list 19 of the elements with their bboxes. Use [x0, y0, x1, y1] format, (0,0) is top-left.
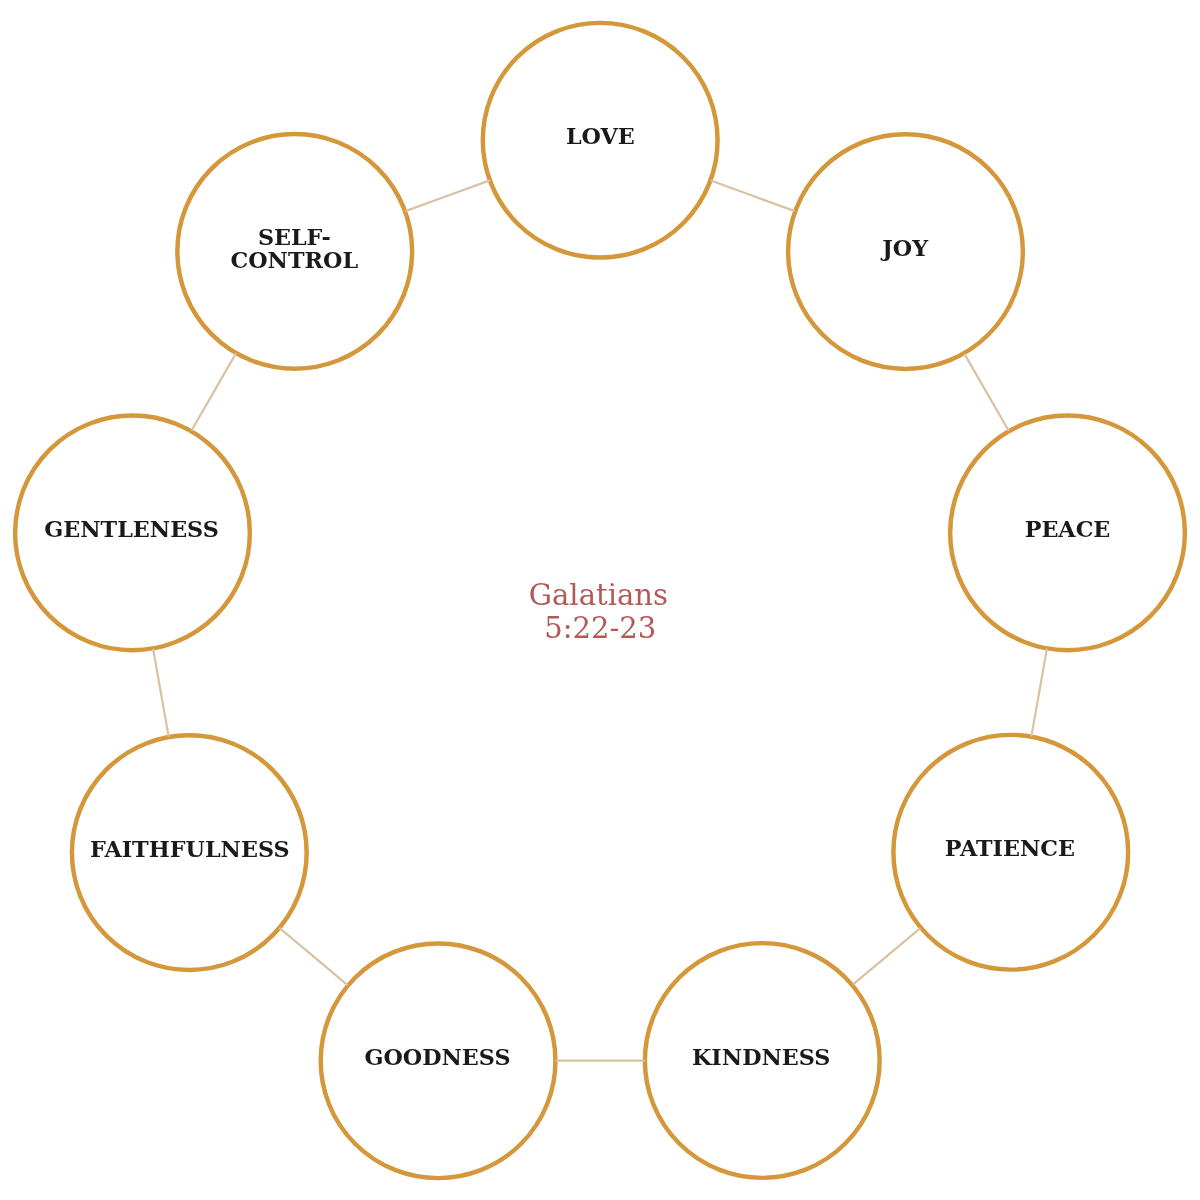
connector [1030, 647, 1049, 737]
node-circle: JOY [785, 131, 1026, 371]
connector [190, 352, 237, 431]
node-circle: SELF-CONTROL [175, 131, 415, 371]
connector [555, 1059, 645, 1062]
node-circle: KINDNESS [642, 940, 882, 1180]
connector [405, 178, 491, 212]
connector [278, 926, 349, 986]
node-circle: LOVE [480, 20, 720, 260]
connector [710, 179, 796, 212]
node-circle: FAITHFULNESS [69, 732, 309, 972]
node-circle: GOODNESS [318, 940, 558, 1180]
connector [852, 926, 922, 985]
connector [963, 352, 1010, 432]
node-circle: PEACE [947, 412, 1188, 652]
label: Galatians 5:22-23 [528, 577, 669, 645]
node-circle: PATIENCE [891, 732, 1131, 972]
connector [152, 648, 170, 737]
node-circle: GENTLENESS [12, 412, 253, 652]
